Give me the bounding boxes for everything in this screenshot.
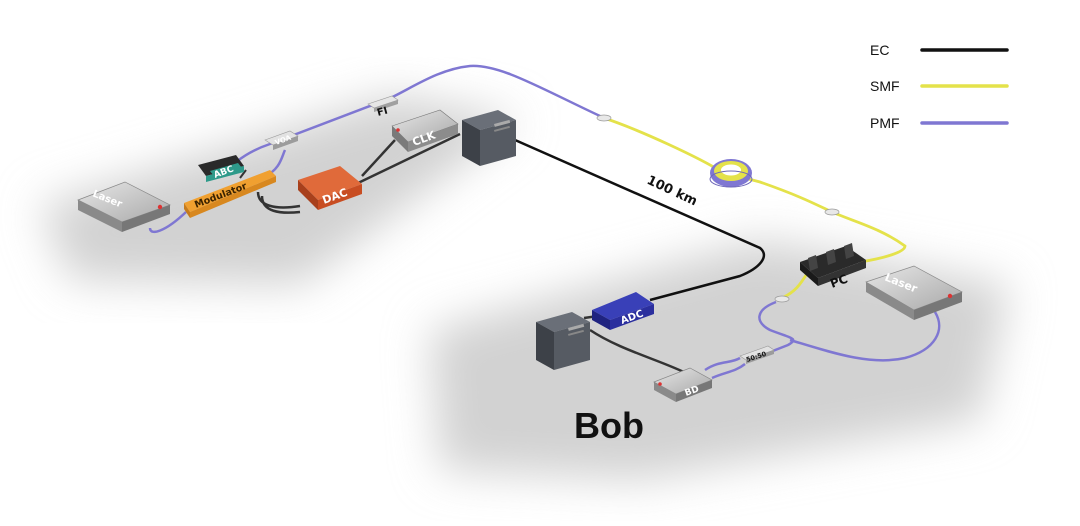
pmf-fiber-bd	[704, 356, 746, 380]
ec-cable-dac-modulator	[256, 191, 301, 214]
bd-label: BD	[684, 385, 701, 399]
legend: EC SMF PMF	[870, 42, 1009, 131]
polarization-controller[interactable]: PC	[800, 243, 866, 291]
ec-cable-clk-dac	[355, 132, 461, 186]
voa[interactable]: VOA	[264, 130, 299, 150]
pmf-fiber-bob	[758, 300, 941, 362]
fiber-connectors	[596, 114, 840, 303]
dac[interactable]: DAC	[298, 166, 362, 210]
clk[interactable]: CLK	[391, 109, 459, 152]
fi-label: FI	[376, 106, 389, 119]
floor-shadows	[40, 95, 1010, 480]
legend-label-pmf: PMF	[870, 115, 900, 131]
laser-b[interactable]: Laser	[865, 265, 963, 320]
legend-label-ec: EC	[870, 42, 889, 58]
ec-cable-abc-modulator	[239, 169, 247, 179]
adc[interactable]: ADC	[592, 292, 654, 330]
computer-b[interactable]	[536, 312, 590, 370]
fi-isolator[interactable]: FI	[367, 95, 399, 119]
pmf-fiber-laser-modulator	[148, 211, 187, 233]
pmf-fiber-main	[221, 64, 601, 177]
legend-label-smf: SMF	[870, 78, 900, 94]
pc-label: PC	[828, 272, 850, 291]
fiber-spool[interactable]	[709, 159, 753, 188]
computer-a[interactable]	[462, 110, 516, 166]
laser-a[interactable]: Laser	[77, 181, 171, 232]
distance-label: 100 km	[644, 173, 699, 209]
balanced-detector[interactable]: BD	[653, 367, 713, 402]
smf-fiber	[603, 116, 907, 264]
site-label-bob: Bob	[574, 405, 644, 446]
ec-cable-long	[514, 138, 766, 302]
